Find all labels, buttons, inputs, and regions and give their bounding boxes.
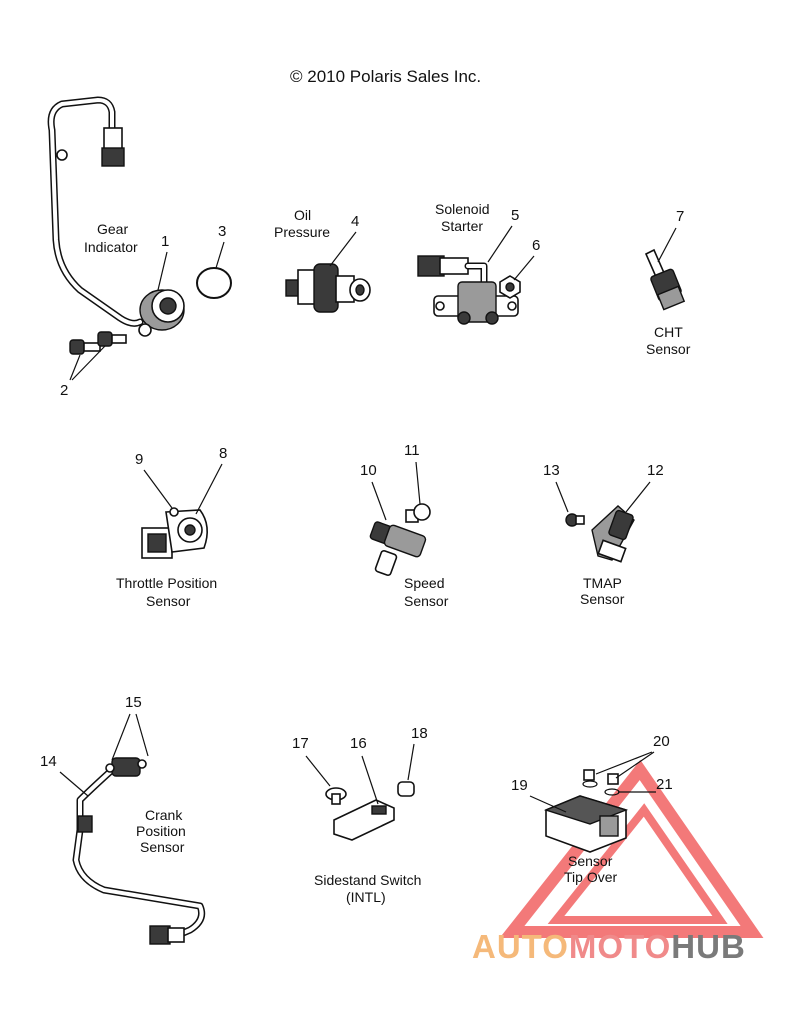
callout-18: 18: [411, 725, 428, 742]
tip-over-label-1: Sensor: [568, 853, 613, 869]
cht-label-1: CHT: [654, 324, 683, 340]
crank-label-3: Sensor: [140, 839, 185, 855]
watermark-part-hub: HUB: [671, 928, 746, 965]
callout-10: 10: [360, 462, 377, 479]
tmap-sensor-part: [591, 505, 635, 563]
tmap-label-1: TMAP: [583, 575, 622, 591]
speed-sensor-bolt-part: [405, 503, 431, 523]
tip-over-hardware-part: [582, 769, 620, 796]
oil-pressure-label-2: Pressure: [274, 224, 330, 240]
callout-20: 20: [653, 733, 670, 750]
callout-7: 7: [676, 208, 684, 225]
cht-sensor-part: [644, 248, 686, 311]
oil-pressure-sensor-part: [285, 263, 371, 313]
o-ring-part: [196, 267, 232, 299]
watermark-text: AUTOMOTOHUB: [472, 928, 746, 965]
cht-label-2: Sensor: [646, 341, 691, 357]
callout-14: 14: [40, 753, 57, 770]
callout-16: 16: [350, 735, 367, 752]
tip-over-label-2: Tip Over: [564, 869, 617, 885]
callout-6: 6: [532, 237, 540, 254]
tip-over-sensor-part: [543, 795, 629, 853]
tmap-label-2: Sensor: [580, 591, 625, 607]
sidestand-label-1: Sidestand Switch: [314, 872, 421, 888]
callout-1: 1: [161, 233, 169, 250]
watermark-part-auto: AUTO: [472, 928, 569, 965]
sidestand-spacer-part: [397, 781, 415, 797]
speed-label-1: Speed: [404, 575, 444, 591]
callout-3: 3: [218, 223, 226, 240]
sidestand-bolt-part: [325, 787, 347, 805]
throttle-label-1: Throttle Position: [116, 575, 217, 591]
sidestand-switch-part: [333, 799, 395, 841]
callout-19: 19: [511, 777, 528, 794]
speed-label-2: Sensor: [404, 593, 449, 609]
gear-indicator-part: [47, 96, 185, 337]
solenoid-label-1: Solenoid: [435, 201, 490, 217]
callout-9: 9: [135, 451, 143, 468]
crank-label-2: Position: [136, 823, 186, 839]
tmap-screw-part: [565, 513, 585, 527]
sidestand-label-2: (INTL): [346, 889, 386, 905]
callout-17: 17: [292, 735, 309, 752]
callout-11: 11: [404, 442, 420, 459]
solenoid-starter-part: [417, 255, 519, 325]
speed-sensor-part: [369, 521, 427, 577]
crank-label-1: Crank: [145, 807, 183, 823]
callout-5: 5: [511, 207, 519, 224]
copyright-text: © 2010 Polaris Sales Inc.: [290, 67, 481, 86]
crank-position-sensor-part: [72, 757, 206, 945]
throttle-label-2: Sensor: [146, 593, 191, 609]
callout-4: 4: [351, 213, 359, 230]
gear-indicator-label-1: Gear: [97, 221, 128, 237]
watermark-logo: [499, 759, 764, 938]
watermark-part-moto: MOTO: [569, 928, 671, 965]
gear-indicator-label-2: Indicator: [84, 239, 138, 255]
bolt-pair-part: [69, 331, 127, 355]
callout-2: 2: [60, 382, 68, 399]
oil-pressure-label-1: Oil: [294, 207, 311, 223]
callout-21: 21: [656, 776, 673, 793]
throttle-position-sensor-part: [141, 507, 208, 559]
callout-12: 12: [647, 462, 664, 479]
callout-8: 8: [219, 445, 227, 462]
nut-part: [499, 275, 521, 299]
callout-13: 13: [543, 462, 560, 479]
callout-15: 15: [125, 694, 142, 711]
solenoid-label-2: Starter: [441, 218, 483, 234]
